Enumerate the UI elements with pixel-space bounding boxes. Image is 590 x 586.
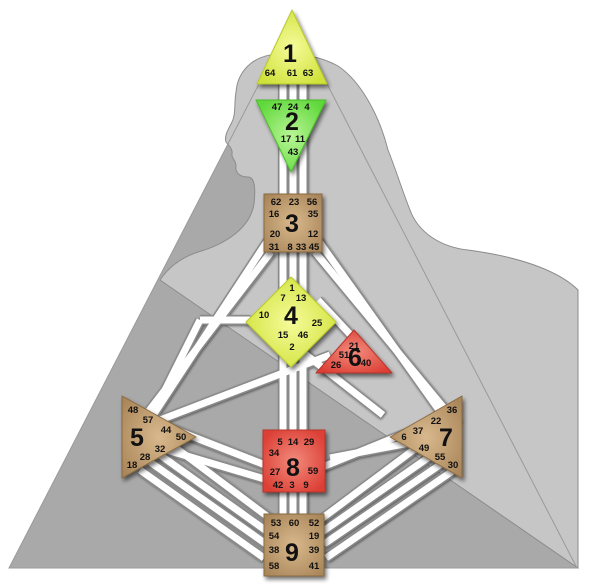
- gate-number: 1: [289, 283, 295, 294]
- center-7-shape: [389, 395, 463, 479]
- gate-number: 6: [401, 432, 406, 443]
- gate-number: 18: [127, 460, 138, 471]
- gate-number: 14: [288, 437, 299, 448]
- gate-number: 12: [308, 229, 319, 240]
- gate-number: 39: [309, 545, 320, 556]
- gate-number: 19: [309, 531, 320, 542]
- gate-number: 21: [349, 341, 360, 352]
- gate-number: 4: [304, 102, 310, 113]
- center-4: 4 17 13 10 25 15 46 2: [245, 276, 337, 368]
- gate-number: 20: [270, 229, 281, 240]
- gate-number: 60: [289, 518, 300, 529]
- gate-number: 13: [296, 293, 307, 304]
- gate-number: 50: [176, 432, 187, 443]
- gate-number: 57: [143, 415, 154, 426]
- center-6-number: 6: [348, 344, 362, 372]
- gate-number: 63: [303, 68, 314, 79]
- gate-number: 25: [312, 318, 323, 329]
- gate-number: 2: [289, 342, 294, 353]
- gate-number: 53: [271, 518, 282, 529]
- gate-number: 11: [295, 134, 306, 145]
- center-1-shape: [256, 9, 328, 85]
- gate-number: 26: [331, 360, 342, 371]
- gate-number: 54: [269, 531, 280, 542]
- gate-number: 51: [339, 350, 350, 361]
- gate-number: 29: [304, 437, 315, 448]
- gate-number: 58: [269, 561, 280, 572]
- center-9-number: 9: [285, 539, 299, 567]
- center-4-number: 4: [284, 302, 298, 330]
- gate-number: 7: [280, 293, 285, 304]
- center-5-number: 5: [130, 424, 144, 452]
- center-2-shape: [255, 99, 327, 173]
- center-8-number: 8: [286, 454, 300, 482]
- gate-number: 37: [413, 426, 424, 437]
- gate-number: 59: [308, 466, 319, 477]
- center-5-shape: [121, 395, 197, 479]
- gate-number: 41: [309, 561, 320, 572]
- gate-number: 35: [308, 209, 319, 220]
- gate-number: 23: [289, 197, 300, 208]
- gate-number: 42: [273, 480, 284, 491]
- gate-number: 9: [303, 480, 308, 491]
- gate-number: 34: [269, 448, 280, 459]
- gate-number: 38: [269, 545, 280, 556]
- gate-number: 47: [272, 102, 283, 113]
- gate-number: 27: [270, 467, 281, 478]
- gate-number: 49: [419, 443, 430, 454]
- center-6-shape: [315, 329, 393, 374]
- gate-number: 43: [288, 147, 299, 158]
- center-1: 1 64 61 63: [256, 9, 328, 85]
- gate-number: 3: [289, 480, 294, 491]
- gate-number: 30: [448, 460, 459, 471]
- gate-number: 46: [298, 330, 309, 341]
- gate-number: 17: [281, 134, 292, 145]
- gate-number: 55: [435, 452, 446, 463]
- gate-number: 44: [161, 425, 172, 436]
- center-3-shape: [263, 193, 323, 253]
- gate-number: 31: [269, 242, 280, 253]
- gate-number: 64: [265, 68, 276, 79]
- gate-number: 5: [277, 437, 283, 448]
- gate-number: 22: [431, 416, 442, 427]
- gate-number: 40: [361, 358, 372, 369]
- center-1-number: 1: [283, 40, 297, 68]
- gate-number: 48: [128, 405, 139, 416]
- center-3-number: 3: [285, 210, 299, 238]
- gate-number: 61: [287, 68, 298, 79]
- gate-number: 28: [140, 452, 151, 463]
- gate-number: 45: [309, 242, 320, 253]
- gate-number: 36: [447, 405, 458, 416]
- center-2-number: 2: [285, 108, 299, 136]
- gate-number: 62: [271, 197, 282, 208]
- center-9-shape: [263, 513, 325, 577]
- gate-number: 8: [287, 242, 292, 253]
- gate-number: 32: [155, 444, 166, 455]
- gate-number: 15: [278, 330, 289, 341]
- center-7-number: 7: [439, 424, 453, 452]
- gate-number: 24: [288, 102, 299, 113]
- gate-number: 52: [309, 518, 320, 529]
- gate-number: 16: [269, 209, 280, 220]
- gate-number: 10: [259, 310, 270, 321]
- gate-number: 33: [296, 242, 307, 253]
- gate-number: 56: [307, 197, 318, 208]
- center-8-shape: [262, 429, 326, 493]
- center-9: 953 60 52 54 19 38 39 58 41: [263, 513, 325, 577]
- center-4-shape: [245, 276, 337, 368]
